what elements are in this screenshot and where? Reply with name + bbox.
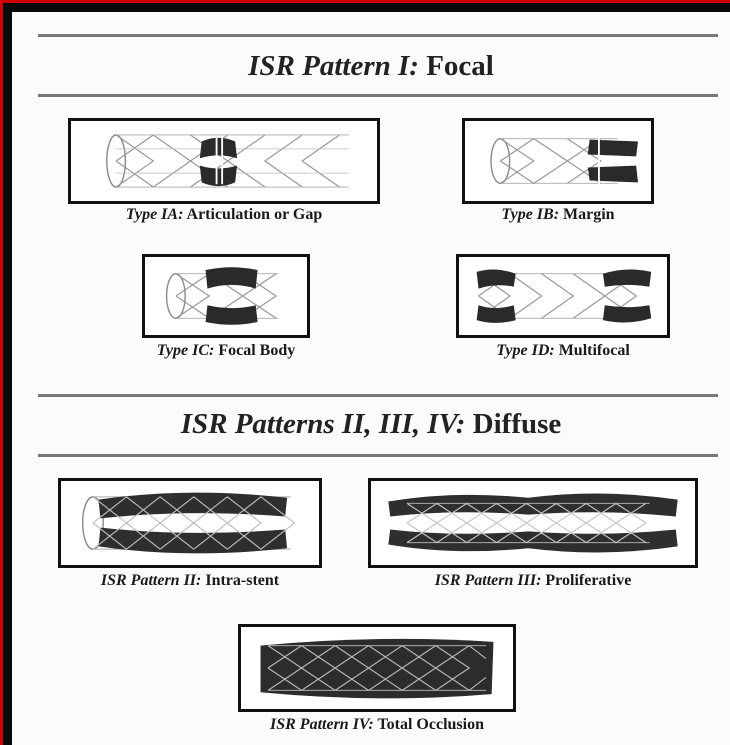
caption-prefix: Type IB: bbox=[501, 206, 559, 223]
caption-type-id: Type ID: Multifocal bbox=[456, 342, 670, 360]
caption-prefix: Type ID: bbox=[496, 342, 555, 359]
stent-panel-id bbox=[456, 254, 670, 338]
stent-panel-ib bbox=[462, 118, 654, 204]
stent-ii-illustration bbox=[61, 481, 319, 565]
stent-id-illustration bbox=[459, 257, 667, 335]
heading-focal-suffix: Focal bbox=[426, 50, 494, 82]
red-border-left bbox=[0, 0, 3, 745]
stent-panel-ii bbox=[58, 478, 322, 568]
caption-suffix: Total Occlusion bbox=[377, 716, 484, 733]
stent-iii-illustration bbox=[371, 481, 695, 565]
caption-suffix: Articulation or Gap bbox=[187, 206, 323, 223]
caption-prefix: ISR Pattern IV: bbox=[270, 716, 374, 733]
caption-pattern-iv: ISR Pattern IV: Total Occlusion bbox=[208, 716, 546, 734]
divider-rule bbox=[38, 94, 718, 97]
caption-suffix: Proliferative bbox=[545, 572, 631, 589]
stent-panel-ic bbox=[142, 254, 310, 338]
stent-panel-iv bbox=[238, 624, 516, 712]
caption-pattern-iii: ISR Pattern III: Proliferative bbox=[368, 572, 698, 590]
stent-ic-illustration bbox=[145, 257, 307, 335]
heading-diffuse-prefix: ISR Patterns II, III, IV: bbox=[181, 408, 466, 440]
caption-type-ia: Type IA: Articulation or Gap bbox=[68, 206, 380, 224]
caption-suffix: Focal Body bbox=[218, 342, 295, 359]
stent-panel-iii bbox=[368, 478, 698, 568]
stent-ia-illustration bbox=[71, 121, 377, 201]
caption-pattern-ii: ISR Pattern II: Intra-stent bbox=[58, 572, 322, 590]
stent-iv-illustration bbox=[241, 627, 513, 709]
divider-rule bbox=[38, 34, 718, 37]
caption-suffix: Intra-stent bbox=[205, 572, 279, 589]
heading-focal-prefix: ISR Pattern I: bbox=[248, 50, 419, 82]
stent-ib-illustration bbox=[465, 121, 651, 201]
caption-suffix: Multifocal bbox=[559, 342, 630, 359]
caption-type-ib: Type IB: Margin bbox=[462, 206, 654, 224]
heading-diffuse: ISR Patterns II, III, IV: Diffuse bbox=[12, 408, 730, 441]
caption-prefix: ISR Pattern III: bbox=[435, 572, 542, 589]
divider-rule bbox=[38, 454, 718, 457]
caption-suffix: Margin bbox=[563, 206, 615, 223]
divider-rule bbox=[38, 394, 718, 397]
caption-prefix: Type IA: bbox=[126, 206, 184, 223]
heading-diffuse-suffix: Diffuse bbox=[473, 408, 562, 440]
caption-prefix: ISR Pattern II: bbox=[101, 572, 201, 589]
caption-type-ic: Type IC: Focal Body bbox=[122, 342, 330, 360]
diagram-panel: ISR Pattern I: Focal Type IA: Articulati… bbox=[12, 12, 730, 745]
red-border-top bbox=[0, 0, 730, 3]
stent-panel-ia bbox=[68, 118, 380, 204]
caption-prefix: Type IC: bbox=[157, 342, 215, 359]
heading-focal: ISR Pattern I: Focal bbox=[12, 50, 730, 83]
